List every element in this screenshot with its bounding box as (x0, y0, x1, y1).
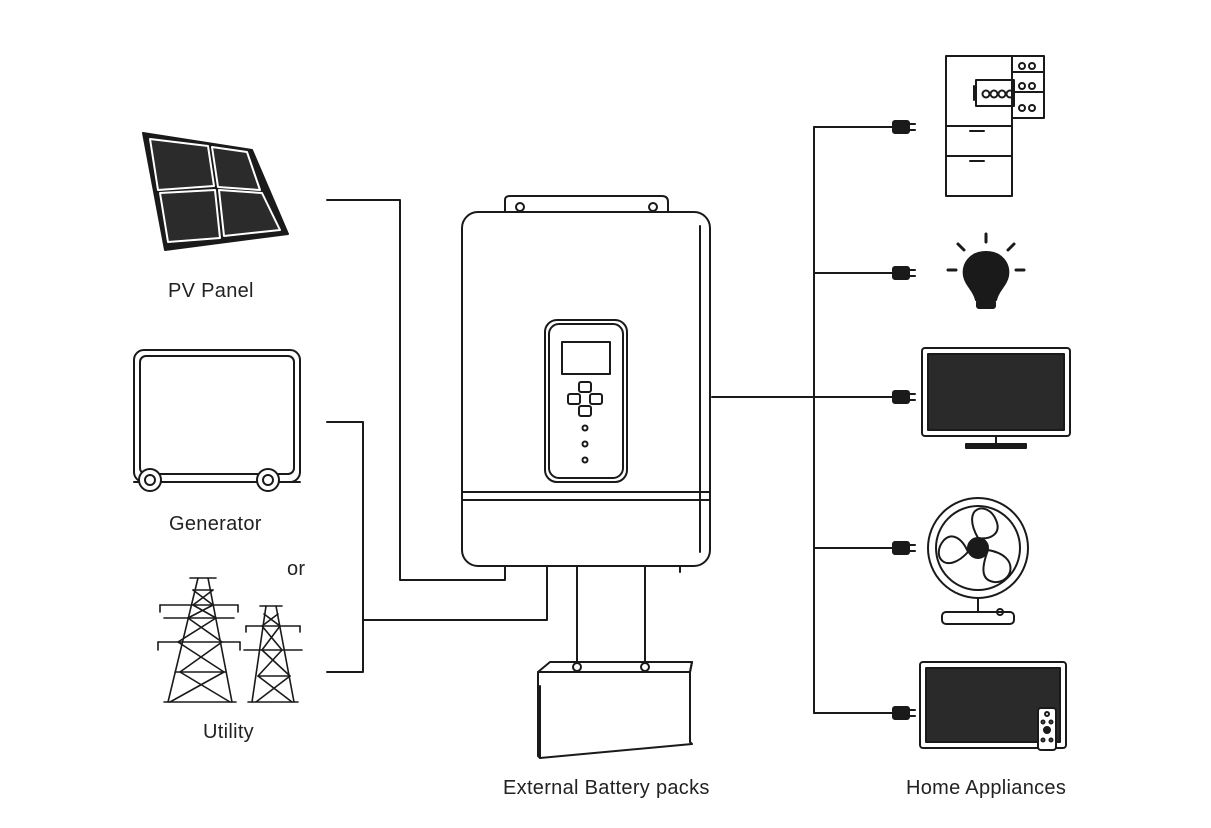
battery-icon (537, 661, 693, 759)
television-icon (921, 347, 1071, 449)
pv-panel-label: PV Panel (168, 280, 254, 302)
light-bulb-icon (946, 232, 1026, 309)
utility-label: Utility (203, 721, 254, 743)
generator-icon (133, 349, 301, 492)
battery-connection-line (576, 565, 646, 673)
fan-icon (927, 497, 1029, 625)
ac-input-connection-line (326, 421, 548, 673)
utility-tower-icon (157, 577, 303, 703)
or-label: or (287, 558, 306, 580)
ac-output-bus-line (711, 126, 894, 714)
generator-label: Generator (169, 513, 262, 535)
plug-icon (892, 120, 916, 720)
inverter-icon (461, 195, 711, 577)
refrigerator-icon (945, 55, 1045, 197)
appliances-label: Home Appliances (906, 777, 1067, 799)
battery-label: External Battery packs (503, 777, 710, 799)
monitor-icon (919, 661, 1067, 751)
pv-panel-icon (142, 132, 289, 251)
